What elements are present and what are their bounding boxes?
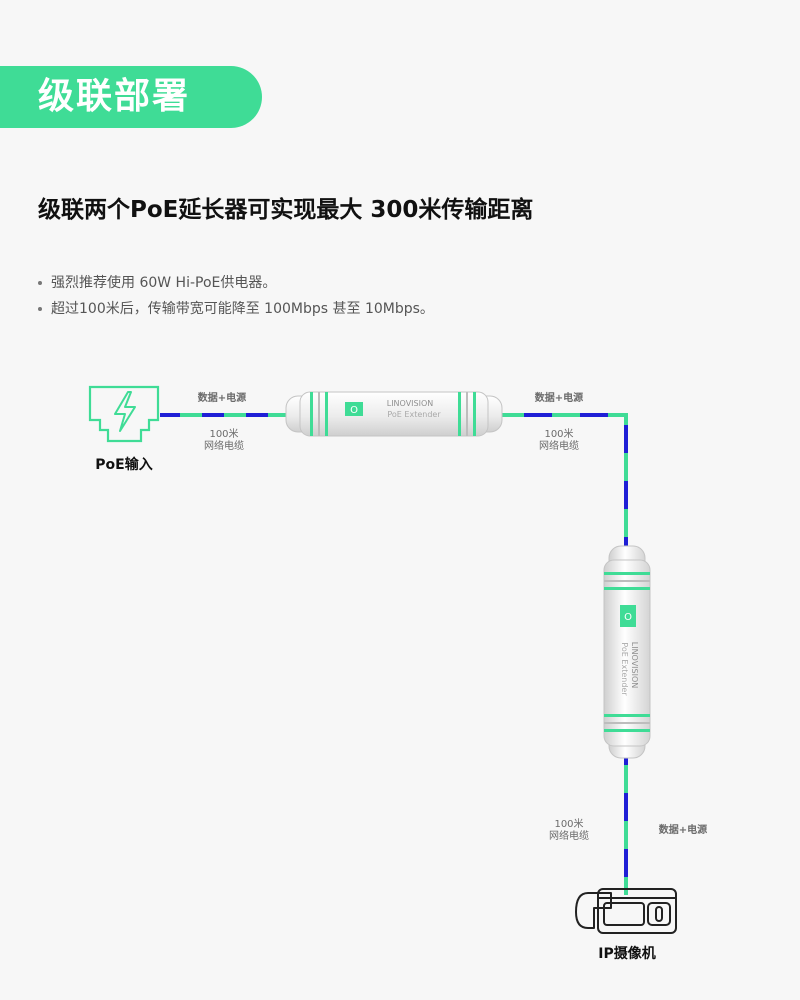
bullet-dot-icon xyxy=(38,281,42,285)
extender-2-model: PoE Extender xyxy=(620,642,629,696)
segment-2-length-label: 100米 xyxy=(544,427,573,440)
svg-text:O: O xyxy=(624,612,632,623)
extender-2-brand: LINOVISION xyxy=(630,642,639,689)
poe-extender-2: O LINOVISION PoE Extender xyxy=(603,545,651,759)
bullet-dot-icon xyxy=(38,307,42,311)
note-item: 超过100米后，传输带宽可能降至 100Mbps 甚至 10Mbps。 xyxy=(38,296,434,322)
note-item: 强烈推荐使用 60W Hi-PoE供电器。 xyxy=(38,270,434,296)
segment-3-length-label: 100米 xyxy=(554,817,583,830)
segment-1-signal-label: 数据+电源 xyxy=(198,391,246,404)
segment-2-cable-label: 网络电缆 xyxy=(539,439,579,452)
segment-3-signal-label: 数据+电源 xyxy=(659,823,707,836)
bullet-camera-icon xyxy=(575,888,677,934)
extender-1-brand: LINOVISION xyxy=(387,399,434,408)
segment-1-length-label: 100米 xyxy=(209,427,238,440)
poe-extender-1: O LINOVISION PoE Extender xyxy=(285,391,503,437)
segment-2-signal-label: 数据+电源 xyxy=(535,391,583,404)
source-label: PoE输入 xyxy=(95,456,152,473)
section-title: 级联部署 xyxy=(38,76,191,117)
poe-port-lightning-icon xyxy=(88,385,160,443)
section-header: 级联部署 xyxy=(0,66,262,128)
svg-text:O: O xyxy=(350,405,358,416)
cable-segment-2 xyxy=(496,413,628,548)
extender-1-model: PoE Extender xyxy=(387,410,441,419)
page-subtitle: 级联两个PoE延长器可实现最大 300米传输距离 xyxy=(38,197,534,223)
segment-1-cable-label: 网络电缆 xyxy=(204,439,244,452)
segment-3-cable-label: 网络电缆 xyxy=(549,829,589,842)
camera-label: IP摄像机 xyxy=(598,945,655,962)
notes-list: 强烈推荐使用 60W Hi-PoE供电器。 超过100米后，传输带宽可能降至 1… xyxy=(38,270,434,322)
